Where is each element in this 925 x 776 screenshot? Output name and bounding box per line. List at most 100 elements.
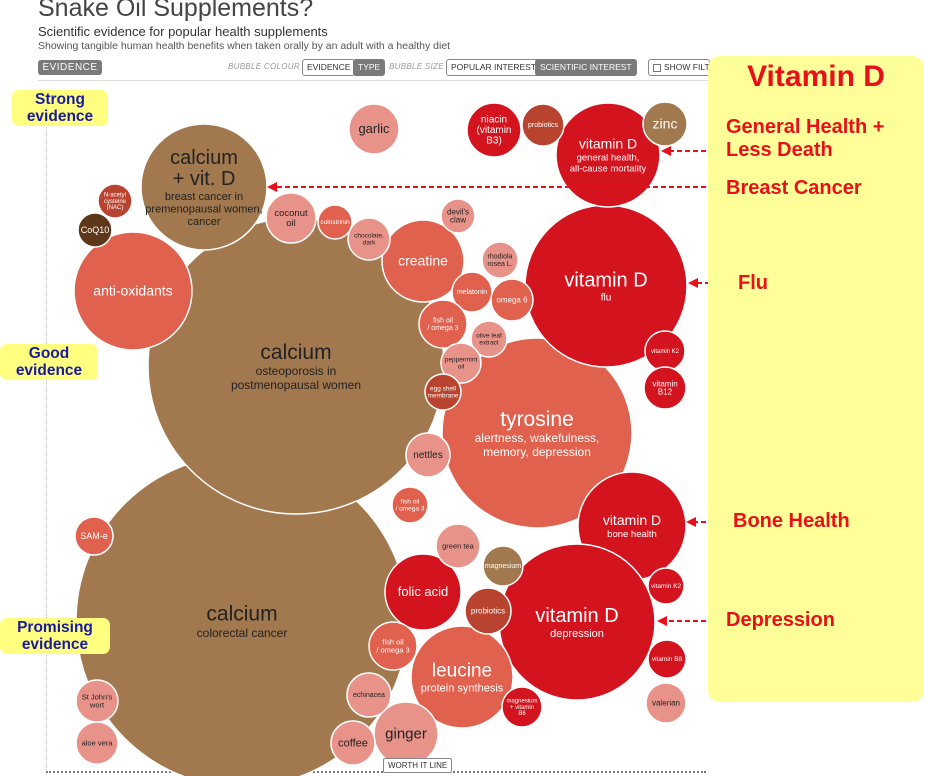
callout-flu: Flu — [738, 272, 768, 294]
bubble-anti-oxidants-8[interactable]: anti-oxidants — [73, 231, 193, 351]
evidence-level-strong: Strong evidence — [12, 90, 108, 126]
bubble-label: zinc — [653, 115, 678, 131]
arrow-head-icon — [267, 182, 277, 192]
bubble-circle — [97, 183, 133, 219]
bubble-label: coffee — [338, 737, 368, 749]
bubble-circle — [317, 204, 353, 240]
header-divider — [38, 80, 708, 81]
bubble-colostrinin-19[interactable]: colostrinin — [317, 204, 353, 240]
bubble-label: fish oil/ omega 3 — [396, 499, 425, 513]
evidence-tab[interactable]: EVIDENCE — [38, 60, 102, 75]
bubble-circle — [330, 720, 376, 766]
size-scientific-button[interactable]: SCIENTIFIC INTEREST — [535, 59, 637, 76]
arrow-head-icon — [686, 517, 696, 527]
bubble-chocolate-dark-20[interactable]: chocolate,dark — [347, 217, 391, 261]
bubble-aloe-vera-46[interactable]: aloe vera — [75, 721, 119, 765]
vitamin-d-highlight-panel — [708, 56, 924, 702]
bubble-label: creatine — [398, 252, 448, 268]
bubble-label: anti-oxidants — [93, 282, 172, 298]
bubble-circle — [74, 516, 114, 556]
bubble-zinc-14[interactable]: zinc — [642, 101, 688, 147]
bubble-fish-oil-omega-3-30[interactable]: fish oil/ omega 3 — [391, 486, 429, 524]
arrow-head-icon — [661, 146, 671, 156]
bubble-magnesium-38[interactable]: magnesium — [482, 545, 524, 587]
bubble-vitamin-b8-40[interactable]: vitamin B8 — [647, 639, 687, 679]
page-description: Showing tangible human health benefits w… — [38, 40, 451, 52]
bubble-circle — [464, 587, 512, 635]
bubble-coq10-33[interactable]: CoQ10 — [77, 212, 113, 248]
bubble-folic-acid-11[interactable]: folic acid — [384, 553, 462, 631]
page-subtitle: Scientific evidence for popular health s… — [38, 24, 328, 39]
bubble-nettles-29[interactable]: nettles — [405, 432, 451, 478]
bubble-circle — [384, 553, 462, 631]
evidence-level-promising: Promising evidence — [0, 618, 110, 654]
bubble-circle — [466, 102, 522, 158]
evidence-level-good: Good evidence — [0, 344, 98, 380]
colour-evidence-button[interactable]: EVIDENCE — [302, 59, 356, 76]
bubble-label: CoQ10 — [81, 225, 110, 235]
bubble-vitamin-k2-34[interactable]: vitamin K2 — [644, 330, 686, 372]
worth-it-line-button[interactable]: WORTH IT LINE — [383, 758, 453, 773]
colour-type-button[interactable]: TYPE — [353, 59, 386, 76]
bubble-circle — [75, 721, 119, 765]
bubble-label: fish oil/ omega 3 — [427, 318, 458, 332]
bubble-creatine-10[interactable]: creatine — [381, 219, 465, 303]
bubble-circle — [391, 486, 429, 524]
vitamin-d-callout-title: Vitamin D — [747, 60, 885, 93]
bubble-label: fish oil/ omega 3 — [376, 637, 409, 654]
bubble-garlic-13[interactable]: garlic — [348, 103, 400, 155]
bubble-circle — [77, 212, 113, 248]
bubble-circle — [501, 686, 543, 728]
bubble-ginger-12[interactable]: ginger — [373, 701, 439, 767]
evidence-axis-line — [46, 98, 47, 770]
bubble-circle — [643, 366, 687, 410]
bubble-fish-oil-omega-3-31[interactable]: fish oil/ omega 3 — [368, 621, 418, 671]
bubble-label: folic acid — [398, 584, 449, 599]
bubble-label: nettles — [413, 450, 442, 461]
callout-depression: Depression — [726, 609, 835, 631]
arrow-head-icon — [688, 278, 698, 288]
bubble-probiotics-16[interactable]: probiotics — [521, 103, 565, 147]
bubble-coffee-44[interactable]: coffee — [330, 720, 376, 766]
bubble-vitamin-k2-39[interactable]: vitamin K2 — [647, 567, 685, 605]
bubble-circle — [418, 299, 468, 349]
bubble-green-tea-37[interactable]: green tea — [435, 523, 481, 569]
bubble-label: vitamin K2 — [651, 583, 682, 590]
bubble-omega-6-24[interactable]: omega 6 — [490, 278, 534, 322]
bubble-circle — [424, 373, 462, 411]
bubble-valerian-41[interactable]: valerian — [645, 682, 687, 724]
bubble-sam-e-36[interactable]: SAM-e — [74, 516, 114, 556]
bubble-circle — [481, 241, 519, 279]
bubble-label: echinacea — [353, 692, 385, 699]
bubble-probiotics-17[interactable]: probiotics — [464, 587, 512, 635]
bubble-fish-oil-omega-3-25[interactable]: fish oil/ omega 3 — [418, 299, 468, 349]
bubble-size-label: BUBBLE SIZE — [389, 62, 444, 71]
bubble-circle — [441, 337, 633, 529]
bubble-echinacea-43[interactable]: echinacea — [346, 672, 392, 718]
bubble-label: melatonin — [457, 289, 487, 296]
